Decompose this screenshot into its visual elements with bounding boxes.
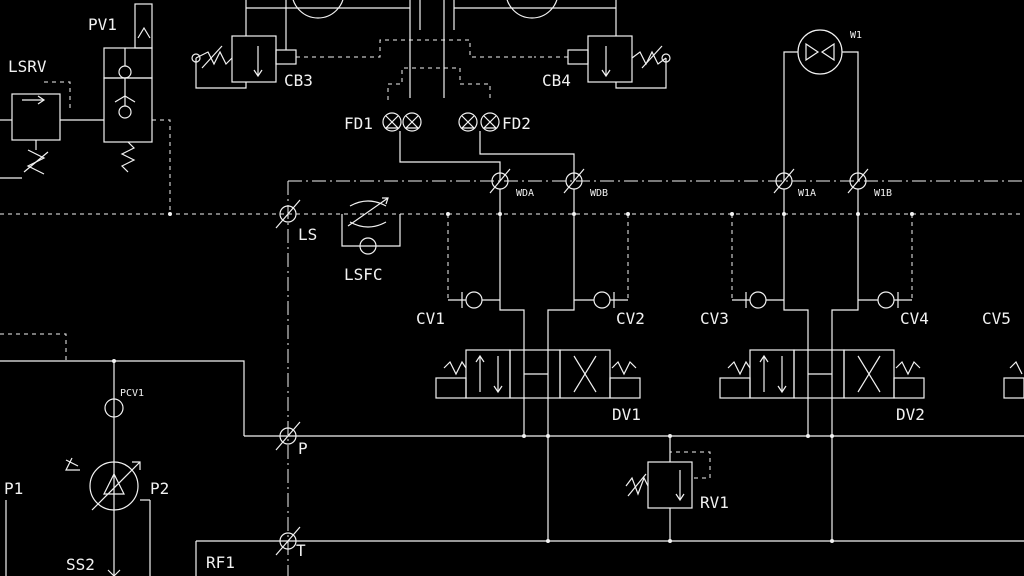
cv-dv1-a	[499, 300, 525, 350]
label-cv4: CV4	[900, 309, 929, 328]
cb3-valve	[191, 0, 330, 89]
label-wda: WDA	[516, 188, 534, 199]
cv4-check-valve	[858, 291, 912, 309]
cv-dv2-b	[831, 300, 859, 350]
pump-pilot-line	[0, 333, 67, 361]
label-ls: LS	[298, 225, 317, 244]
label-p: P	[298, 439, 308, 458]
cv-dv1-b	[547, 300, 575, 350]
junction-dots	[168, 212, 914, 216]
label-dv1: DV1	[612, 405, 641, 424]
label-ss2: SS2	[66, 555, 95, 574]
label-cv2: CV2	[616, 309, 645, 328]
pv1-valve	[103, 3, 153, 173]
label-rf1: RF1	[206, 553, 235, 572]
label-pcv1: PCV1	[120, 388, 144, 399]
label-fd1: FD1	[344, 114, 373, 133]
rv1-relief-valve	[625, 434, 711, 543]
cb4-valve	[534, 0, 671, 89]
p2-pump	[65, 457, 151, 576]
ls-valve	[275, 199, 301, 229]
dv2-directional-valve	[719, 349, 925, 543]
lsrv-relief-valve	[11, 81, 71, 175]
label-cv3: CV3	[700, 309, 729, 328]
motor-right	[506, 0, 558, 19]
cv2-check-valve	[574, 291, 628, 309]
pv1-pilot	[152, 119, 171, 214]
w1-motor	[783, 29, 859, 181]
cross-dash-2	[387, 67, 491, 100]
label-w1: W1	[850, 30, 862, 41]
p-valve	[275, 421, 301, 451]
label-w1a: W1A	[798, 188, 816, 199]
label-w1b: W1B	[874, 188, 892, 199]
label-cv5: CV5	[982, 309, 1011, 328]
cv1-check-valve	[448, 291, 500, 309]
label-cv1: CV1	[416, 309, 445, 328]
pcv1-valve	[104, 359, 124, 418]
ss2-arrow	[107, 569, 121, 576]
cv-dv2-a	[783, 300, 809, 350]
label-rv1: RV1	[700, 493, 729, 512]
label-pv1: PV1	[88, 15, 117, 34]
label-t: T	[296, 541, 306, 560]
cross-dash-1	[330, 39, 534, 58]
dv1-directional-valve	[435, 349, 641, 543]
label-wdb: WDB	[590, 188, 608, 199]
cv3-check-valve	[732, 291, 784, 309]
label-p2: P2	[150, 479, 169, 498]
valve-w1a	[773, 168, 795, 300]
pump-pressure-line	[0, 360, 245, 436]
motor-left	[292, 0, 344, 19]
valve-w1b	[847, 168, 869, 300]
label-lsrv: LSRV	[8, 57, 47, 76]
drain-drops	[447, 214, 913, 300]
lsfc-flow-control	[341, 197, 401, 255]
label-cb3: CB3	[284, 71, 313, 90]
label-cb4: CB4	[542, 71, 571, 90]
t-valve	[275, 526, 301, 556]
valve-wda	[489, 168, 511, 300]
valve-wdb	[563, 168, 585, 300]
label-dv2: DV2	[896, 405, 925, 424]
fd1-flow-divider	[382, 112, 501, 181]
dv3-partial-valve	[1003, 360, 1024, 399]
label-p1: P1	[4, 479, 23, 498]
fd2-flow-divider	[458, 112, 575, 181]
label-fd2: FD2	[502, 114, 531, 133]
label-lsfc: LSFC	[344, 265, 383, 284]
